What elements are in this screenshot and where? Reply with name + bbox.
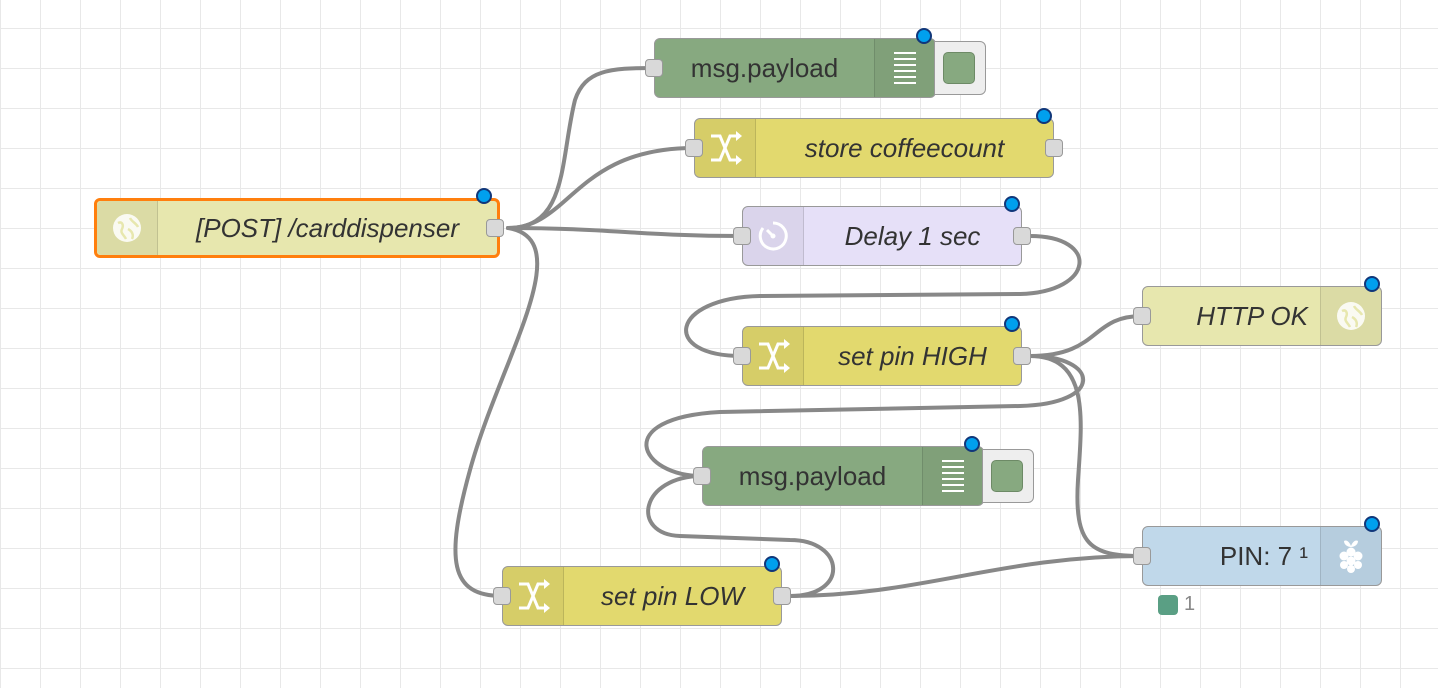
input-port[interactable] xyxy=(645,59,663,77)
changed-indicator xyxy=(764,556,780,572)
changed-indicator xyxy=(964,436,980,452)
shuffle-icon xyxy=(743,327,804,385)
changed-indicator xyxy=(1004,316,1020,332)
output-port[interactable] xyxy=(1013,347,1031,365)
input-port[interactable] xyxy=(733,227,751,245)
node-label: store coffeecount xyxy=(804,132,1005,163)
node-label: [POST] /carddispenser xyxy=(196,212,459,243)
output-port[interactable] xyxy=(486,219,504,237)
timer-icon xyxy=(743,207,804,265)
debug-toggle-button[interactable] xyxy=(934,41,986,95)
wire-delay-to-set-pin-high[interactable] xyxy=(684,234,1082,358)
node-http-in[interactable]: [POST] /carddispenser xyxy=(94,198,500,258)
node-status: 1 xyxy=(1158,593,1195,616)
node-label: HTTP OK xyxy=(1196,300,1308,331)
input-port[interactable] xyxy=(1133,547,1151,565)
node-label: msg.payload xyxy=(738,460,887,491)
node-label: Delay 1 sec xyxy=(844,220,981,251)
status-indicator xyxy=(1158,594,1178,615)
node-http-ok[interactable]: HTTP OK xyxy=(1142,286,1382,346)
wire-http-in-to-store-coffeecount[interactable] xyxy=(506,146,696,230)
wire-set-pin-high-to-http-ok[interactable] xyxy=(1028,314,1144,358)
wire-http-in-to-debug-1[interactable] xyxy=(506,66,656,230)
node-set-pin-high[interactable]: set pin HIGH xyxy=(742,326,1022,386)
wire-http-in-to-delay[interactable] xyxy=(506,226,744,238)
input-port[interactable] xyxy=(493,587,511,605)
input-port[interactable] xyxy=(1133,307,1151,325)
changed-indicator xyxy=(1364,276,1380,292)
output-port[interactable] xyxy=(773,587,791,605)
node-store-coffeecount[interactable]: store coffeecount xyxy=(694,118,1054,178)
output-port[interactable] xyxy=(1013,227,1031,245)
wire-set-pin-high-to-debug-2[interactable] xyxy=(644,354,1085,478)
changed-indicator xyxy=(476,188,492,204)
node-label: msg.payload xyxy=(690,52,839,83)
status-text: 1 xyxy=(1184,593,1196,615)
node-delay[interactable]: Delay 1 sec xyxy=(742,206,1022,266)
node-label: PIN: 7 ¹ xyxy=(1219,540,1308,571)
output-port[interactable] xyxy=(1045,139,1063,157)
shuffle-icon xyxy=(695,119,756,177)
debug-toggle-button[interactable] xyxy=(982,449,1034,503)
changed-indicator xyxy=(1364,516,1380,532)
wire-set-pin-low-to-rpi-pin[interactable] xyxy=(788,554,1144,598)
list-icon xyxy=(922,447,983,505)
node-rpi-pin[interactable]: PIN: 7 ¹ xyxy=(1142,526,1382,586)
input-port[interactable] xyxy=(693,467,711,485)
input-port[interactable] xyxy=(733,347,751,365)
wire-http-in-to-set-pin-low[interactable] xyxy=(453,226,540,598)
wire-set-pin-low-to-debug-2[interactable] xyxy=(646,474,836,598)
changed-indicator xyxy=(1036,108,1052,124)
node-label: set pin LOW xyxy=(600,580,745,611)
node-label: set pin HIGH xyxy=(838,340,987,371)
node-set-pin-low[interactable]: set pin LOW xyxy=(502,566,782,626)
node-debug-1[interactable]: msg.payload xyxy=(654,38,936,98)
raspberry-pi-icon xyxy=(1320,527,1381,585)
shuffle-icon xyxy=(503,567,564,625)
globe-icon xyxy=(97,201,158,255)
changed-indicator xyxy=(1004,196,1020,212)
changed-indicator xyxy=(916,28,932,44)
globe-icon xyxy=(1320,287,1381,345)
node-debug-2[interactable]: msg.payload xyxy=(702,446,984,506)
input-port[interactable] xyxy=(685,139,703,157)
list-icon xyxy=(874,39,935,97)
wire-set-pin-high-to-rpi-pin[interactable] xyxy=(1028,354,1144,558)
